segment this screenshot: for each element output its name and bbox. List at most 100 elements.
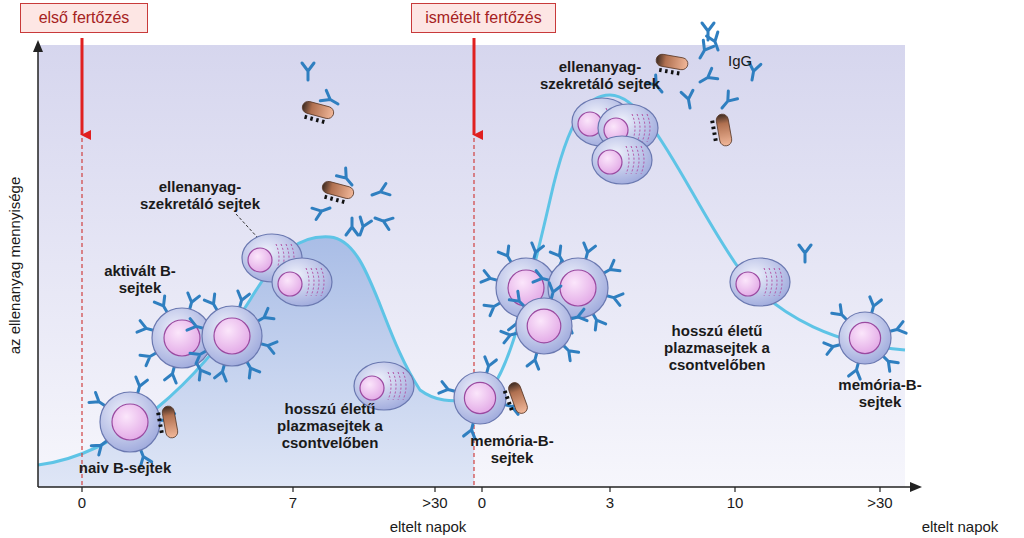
- er-line: [631, 146, 634, 174]
- nucleus: [278, 272, 302, 296]
- cell-body: [516, 298, 572, 354]
- plasma-cell: [730, 258, 790, 306]
- nucleus: [464, 382, 495, 413]
- cell-body: [730, 258, 790, 306]
- antibody: [373, 212, 393, 229]
- cell-body: [839, 312, 891, 364]
- leader-line: [236, 214, 258, 238]
- cell-body: [592, 136, 652, 184]
- bacterium: [155, 405, 178, 440]
- antibody: [370, 184, 390, 201]
- antibody-stroke: [346, 218, 358, 235]
- er-line: [311, 268, 314, 296]
- antibody-stroke: [370, 184, 390, 201]
- antibody: [681, 90, 696, 109]
- antibody: [697, 68, 718, 87]
- cell-label: memória-B-sejtek: [467, 432, 557, 466]
- nucleus: [736, 272, 760, 296]
- cell-body: [100, 392, 160, 452]
- antibody: [320, 90, 341, 109]
- b-cell: [824, 297, 906, 379]
- antibody-label: IgG: [728, 52, 768, 69]
- er-line: [641, 146, 644, 174]
- antigen: [710, 122, 717, 140]
- axis-number: 0: [62, 494, 102, 511]
- cell-label: aktivált B-sejtek: [92, 262, 188, 296]
- antibody-stroke: [799, 245, 811, 262]
- infection-label: ismételt fertőzés: [425, 9, 541, 26]
- er-line: [398, 372, 401, 400]
- er-line: [403, 372, 406, 400]
- er-line: [388, 372, 391, 400]
- antibody: [695, 40, 714, 61]
- plasma-cell: [592, 136, 652, 184]
- nucleus: [112, 404, 148, 440]
- nucleus: [849, 322, 880, 353]
- antibody: [354, 217, 371, 237]
- antibody-stroke: [717, 91, 737, 112]
- antigen: [305, 115, 323, 124]
- cells: [89, 23, 906, 466]
- b-cell: [439, 357, 521, 439]
- er-line: [637, 114, 640, 142]
- cell-label: hosszú életű plazmasejtek a csontvelőben: [642, 322, 792, 373]
- axis-number: 0: [462, 494, 502, 511]
- antibody-stroke: [302, 63, 314, 80]
- b-cell: [501, 283, 587, 369]
- cell-body: [202, 306, 262, 366]
- axis-unit: eltelt napok: [373, 518, 483, 535]
- antibody: [717, 91, 737, 112]
- antibody-stroke: [702, 23, 714, 40]
- antigen: [325, 195, 343, 204]
- cell-body: [454, 372, 506, 424]
- bacterium: [299, 100, 335, 126]
- y-axis-head: [33, 40, 43, 52]
- response-curve: [38, 95, 905, 465]
- antibody: [312, 202, 332, 219]
- antibody-stroke: [354, 217, 371, 237]
- nucleus: [248, 248, 272, 272]
- er-line: [321, 268, 324, 296]
- plot-ground: [38, 45, 905, 487]
- er-line: [647, 114, 650, 142]
- antibody: [346, 218, 358, 235]
- er-line: [642, 114, 645, 142]
- y-axis: [37, 48, 39, 487]
- antibody-stroke: [336, 168, 356, 189]
- cell-label: ellenanyag-szekretáló sejtek: [525, 58, 675, 92]
- bacterium: [709, 113, 732, 148]
- antigen: [503, 391, 513, 409]
- er-line: [774, 268, 777, 296]
- er-line: [393, 372, 396, 400]
- er-line: [306, 268, 309, 296]
- cell-label: naiv B-sejtek: [60, 459, 190, 476]
- bacterium: [501, 381, 529, 417]
- antigen: [660, 68, 678, 75]
- er-line: [316, 268, 319, 296]
- nucleus: [560, 270, 596, 306]
- b-cell: [187, 291, 277, 381]
- antigen: [156, 414, 163, 432]
- infection-box: ismételt fertőzés: [411, 3, 556, 33]
- antibody: [336, 168, 356, 189]
- cell-body: [272, 258, 332, 306]
- antibody: [799, 245, 811, 262]
- nucleus: [360, 376, 384, 400]
- axis-number: 3: [590, 494, 630, 511]
- bacterium: [654, 53, 689, 76]
- antibody: [702, 23, 714, 40]
- cell-label: hosszú életű plazmasejtek a csontvelőben: [255, 400, 405, 451]
- plasma-cell: [272, 258, 332, 306]
- x-axis-head: [910, 482, 922, 492]
- antibody-stroke: [681, 90, 696, 109]
- er-line: [764, 268, 767, 296]
- bacterium-body: [715, 113, 732, 147]
- er-line: [769, 268, 772, 296]
- er-line: [626, 146, 629, 174]
- ticks: [82, 487, 880, 492]
- axis-number: >30: [860, 494, 900, 511]
- antibody-stroke: [697, 68, 718, 87]
- antibody-stroke: [312, 202, 332, 219]
- bacterium-body: [161, 405, 178, 439]
